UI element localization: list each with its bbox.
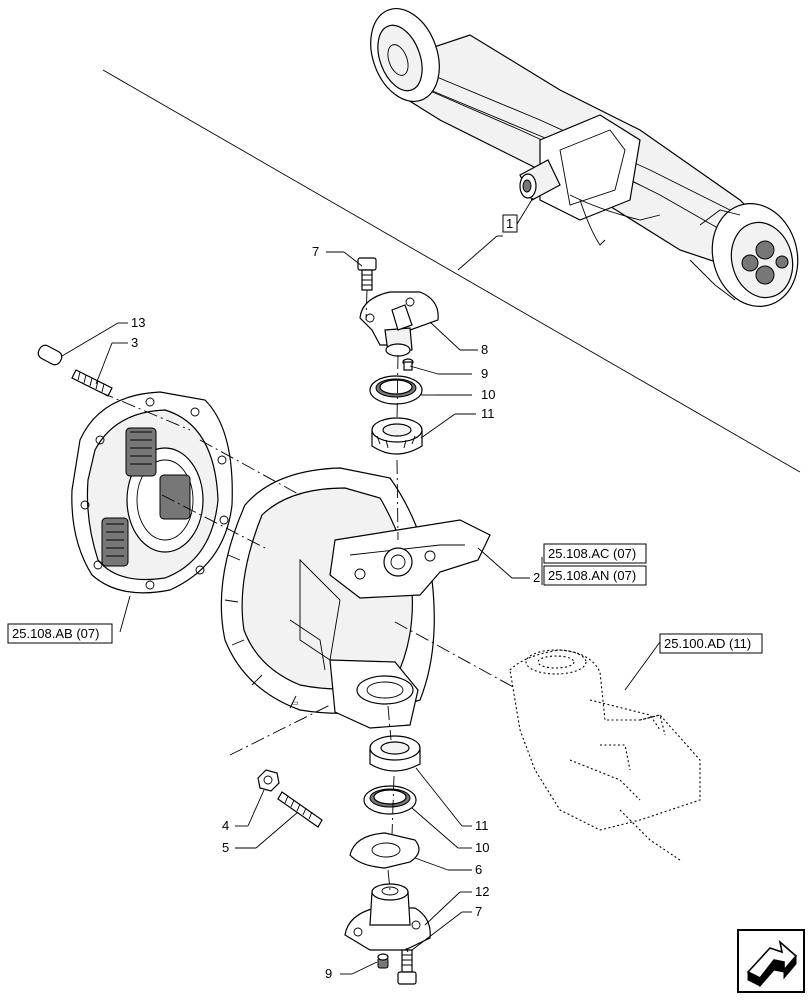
reference-box-an[interactable]: 25.108.AN (07) xyxy=(543,565,647,586)
lower-king-pin-cap xyxy=(344,883,431,951)
callout-5: 5 xyxy=(222,840,229,855)
callout-numbers: 7 8 9 10 11 13 3 2 11 10 6 12 7 9 4 5 xyxy=(131,244,540,981)
seal-ring-upper xyxy=(369,375,423,405)
callout-11-bottom: 11 xyxy=(475,818,489,833)
stud-pin xyxy=(37,344,113,397)
callout-8: 8 xyxy=(481,342,488,357)
callout-9-bottom: 9 xyxy=(325,966,332,981)
callout-4: 4 xyxy=(222,818,229,833)
leader-lines xyxy=(61,251,661,975)
reference-ab-label[interactable]: 25.108.AB (07) xyxy=(12,626,99,641)
callout-6: 6 xyxy=(475,862,482,877)
axle-beam-end-ghost xyxy=(509,649,701,861)
callout-2: 2 xyxy=(533,570,540,585)
grease-nipple-upper xyxy=(402,358,414,371)
callout-12: 12 xyxy=(475,884,489,899)
callout-3: 3 xyxy=(131,335,138,350)
callout-9-top: 9 xyxy=(481,366,488,381)
callout-1-label: 1 xyxy=(506,216,513,231)
reference-box-ac[interactable]: 25.108.AC (07) xyxy=(543,543,647,564)
planetary-carrier xyxy=(71,391,233,594)
callout-7-top: 7 xyxy=(312,244,319,259)
shim-plate xyxy=(349,832,420,869)
reference-an-label[interactable]: 25.108.AN (07) xyxy=(548,568,636,583)
bearing-lower xyxy=(369,735,421,772)
upper-king-pin-cap xyxy=(359,291,439,357)
next-page-arrow-icon[interactable] xyxy=(737,929,805,993)
bearing-upper xyxy=(371,417,423,455)
reference-ac-label[interactable]: 25.108.AC (07) xyxy=(548,546,636,561)
reference-box-ab[interactable]: 25.108.AB (07) xyxy=(7,623,113,644)
callout-10-top: 10 xyxy=(481,387,495,402)
housing-casting-mark: ▭ xyxy=(292,700,299,707)
callout-13: 13 xyxy=(131,315,145,330)
grease-nipple-lower xyxy=(377,953,389,969)
reference-ad-label[interactable]: 25.100.AD (11) xyxy=(664,636,751,651)
steering-knuckle-housing: ▭ xyxy=(220,467,491,729)
nut-and-stud xyxy=(257,769,323,828)
bolt-upper xyxy=(357,257,377,291)
assembly-centerlines xyxy=(99,289,516,953)
reference-box-ad[interactable]: 25.100.AD (11) xyxy=(659,633,763,654)
callout-7-bottom: 7 xyxy=(475,904,482,919)
axle-assembly-illustration xyxy=(102,7,801,473)
callout-1: 1 xyxy=(457,197,534,271)
bolt-lower xyxy=(397,949,417,985)
callout-10-bottom: 10 xyxy=(475,840,489,855)
seal-ring-lower xyxy=(363,785,417,815)
callout-11-top: 11 xyxy=(481,406,495,421)
